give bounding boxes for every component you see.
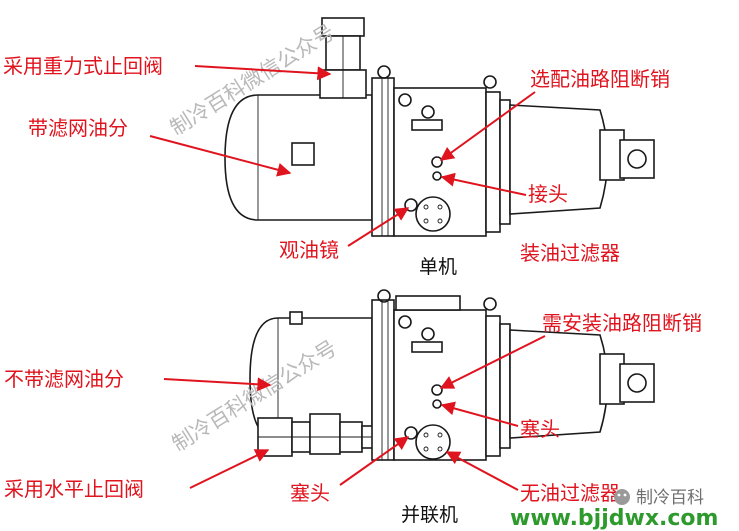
label-sight-glass: 观油镜 bbox=[279, 238, 339, 262]
top-compressor bbox=[224, 17, 655, 237]
label-need-oil-plug: 需安装油路阻断销 bbox=[542, 311, 702, 335]
label-separator-no-filter: 不带滤网油分 bbox=[4, 367, 124, 391]
caption-bottom: 并联机 bbox=[401, 504, 458, 526]
label-gravity-check-valve: 采用重力式止回阀 bbox=[3, 54, 163, 78]
label-horizontal-check-valve: 采用水平止回阀 bbox=[4, 477, 144, 501]
wechat-badge: 制冷百科 bbox=[614, 488, 704, 508]
label-optional-oil-plug: 选配油路阻断销 bbox=[530, 67, 670, 91]
bottom-plug bbox=[404, 426, 418, 440]
wechat-name: 制冷百科 bbox=[636, 488, 704, 508]
label-plug-right: 塞头 bbox=[520, 417, 560, 441]
wechat-icon bbox=[614, 489, 630, 505]
label-separator-with-filter: 带滤网油分 bbox=[28, 116, 128, 140]
label-no-oil-filter: 无油过滤器 bbox=[520, 481, 620, 505]
label-oil-filter: 装油过滤器 bbox=[520, 241, 620, 265]
site-url[interactable]: www.bjjdwx.com bbox=[510, 506, 718, 531]
bottom-blank-flange bbox=[415, 424, 451, 460]
caption-top: 单机 bbox=[419, 256, 457, 278]
label-connector: 接头 bbox=[528, 182, 568, 206]
top-nameplate bbox=[291, 142, 315, 166]
top-oil-filter bbox=[415, 196, 451, 232]
label-plug-bottom: 塞头 bbox=[290, 481, 330, 505]
